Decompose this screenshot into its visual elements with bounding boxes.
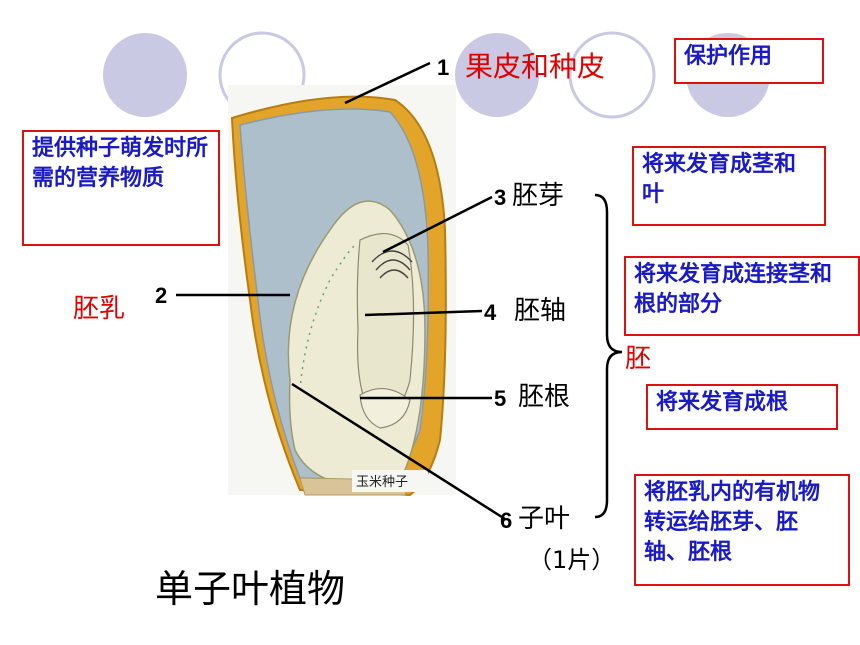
embryo-label: 胚 xyxy=(625,344,652,374)
part-name-radicle: 胚根 xyxy=(518,382,571,412)
embryo-brace xyxy=(594,193,623,519)
function-box-cotyledon: 将胚乳内的有机物转运给胚芽、胚轴、胚根 xyxy=(634,474,850,586)
part-name-hypocotyl: 胚轴 xyxy=(514,296,567,326)
image-caption: 玉米种子 xyxy=(356,475,409,490)
part-name-seed-coat: 果皮和种皮 xyxy=(465,50,606,83)
part-number-2: 2 xyxy=(155,283,168,308)
function-box-seed-coat: 保护作用 xyxy=(674,38,824,84)
part-number-3: 3 xyxy=(494,185,507,210)
part-number-4: 4 xyxy=(484,300,497,325)
part-number-6: 6 xyxy=(500,508,513,533)
cotyledon-count: （1片） xyxy=(528,546,616,574)
leader-lines xyxy=(176,61,506,521)
part-number-5: 5 xyxy=(494,386,507,411)
part-name-cotyledon: 子叶 xyxy=(518,504,571,534)
page-title: 单子叶植物 xyxy=(155,567,346,611)
corn-seed-illustration xyxy=(228,85,456,497)
function-box-endosperm: 提供种子萌发时所需的营养物质 xyxy=(22,130,220,246)
part-number-1: 1 xyxy=(437,55,450,80)
part-name-plumule: 胚芽 xyxy=(512,181,565,211)
function-box-hypocotyl: 将来发育成连接茎和根的部分 xyxy=(624,256,860,336)
function-box-radicle: 将来发育成根 xyxy=(646,384,838,430)
function-box-plumule: 将来发育成茎和叶 xyxy=(632,146,826,226)
part-name-endosperm: 胚乳 xyxy=(73,294,126,324)
